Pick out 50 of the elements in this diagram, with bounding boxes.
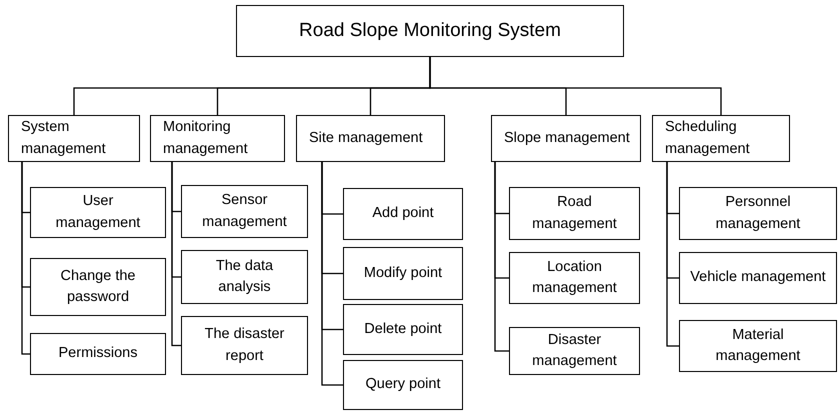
module-box [679,252,837,304]
module-label: Disaster management [531,330,618,371]
module-box [30,187,166,238]
connector-line [429,57,722,115]
module-label: Modify point [362,264,444,283]
module-box [679,187,837,240]
module-label: Change the password [60,266,136,307]
module-label: Road Slope Monitoring System [298,19,562,44]
connector-line [21,162,30,355]
module-box [679,320,837,372]
module-label: Delete point [363,320,443,339]
module-label: Vehicle management [689,268,827,288]
module-box [652,115,790,162]
module-box [343,247,463,300]
connector-line [171,162,181,346]
module-label: Sensor management [201,191,288,232]
module-box [181,185,308,238]
module-box [30,333,166,375]
module-label: System management [21,118,107,158]
module-label: Monitoring management [163,118,249,158]
module-label: Location management [531,258,618,298]
module-label: Site management [309,128,424,148]
module-label: Scheduling management [665,118,751,158]
module-box [181,316,308,375]
module-box [509,327,640,375]
module-label: Personnel management [714,193,802,234]
module-box [491,115,641,162]
module-label: Permissions [58,344,138,364]
module-label: Material management [714,326,802,366]
module-label: Add point [371,204,435,224]
module-label: Slope management [504,128,631,148]
module-box [181,250,308,304]
module-label: Road management [531,193,618,234]
module-box [296,115,445,162]
connector-line [494,162,509,352]
module-label: User management [54,192,142,232]
module-label: The disaster report [204,325,286,366]
module-box [150,115,285,162]
module-box [509,252,640,304]
module-label: Query point [364,375,442,394]
module-box [509,187,640,240]
module-label: The data analysis [214,256,274,297]
title-box [236,5,624,57]
module-box [8,115,140,162]
module-box [343,188,463,240]
module-box [343,304,463,355]
connector-line [666,162,679,347]
connector-line [321,162,343,386]
module-box [343,360,463,410]
module-box [30,258,166,316]
